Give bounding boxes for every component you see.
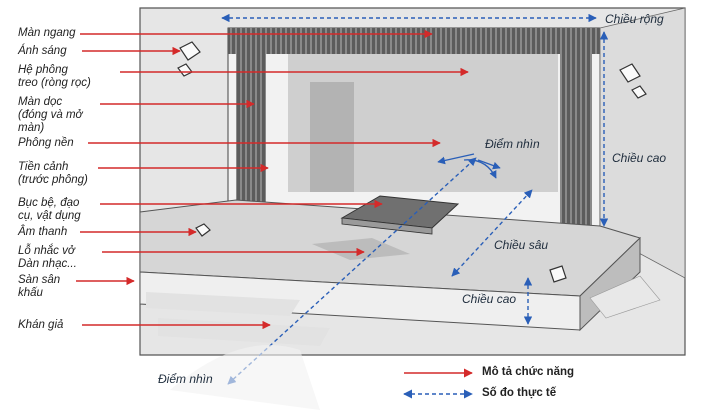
watermark <box>170 345 320 410</box>
label-lo-nhac-vo: Lỗ nhắc vở Dàn nhạc... <box>18 245 77 270</box>
measure-depth <box>451 189 533 277</box>
label-he-phong-treo: Hệ phông treo (ròng rọc) <box>18 64 91 89</box>
label-man-doc: Màn dọc (đóng và mở màn) <box>18 96 83 134</box>
speaker-icon <box>549 265 567 283</box>
backdrop-shade <box>310 82 354 192</box>
stage-apron-right <box>579 236 641 332</box>
label-tien-canh: Tiền cảnh (trước phông) <box>18 161 88 186</box>
viewpoint-marker <box>437 153 501 179</box>
stage-light-icon <box>619 63 647 99</box>
legend-actual-measure: Số đo thực tế <box>482 387 557 399</box>
measure-lines <box>221 13 609 385</box>
measure-label-chieu-cao-floor: Chiều cao <box>462 292 517 306</box>
measure-label-chieu-sau: Chiều sâu <box>494 238 549 252</box>
audience-row <box>589 275 661 319</box>
right-curtain <box>560 54 592 226</box>
label-san-san-khau: Sàn sân khấu <box>18 274 61 299</box>
speaker-icon <box>195 223 211 237</box>
measure-label-chieu-rong: Chiều rộng <box>605 12 664 26</box>
label-khan-gia: Khán giả <box>18 319 64 331</box>
label-man-ngang: Màn ngang <box>18 27 76 39</box>
label-buc-be: Bục bệ, đạo cụ, vật dụng <box>18 197 81 222</box>
label-anh-sang: Ánh sáng <box>18 45 67 57</box>
legend-function-desc: Mô tả chức năng <box>482 366 575 378</box>
valance-curtain <box>228 28 600 54</box>
measure-label-diem-nhin-bottom: Điểm nhìn <box>158 372 213 386</box>
label-am-thanh: Âm thanh <box>18 226 68 238</box>
measure-label-chieu-cao-stage: Chiều cao <box>612 151 667 165</box>
label-phong-nen: Phông nền <box>18 137 74 149</box>
measure-label-diem-nhin-top: Điểm nhìn <box>485 137 540 151</box>
